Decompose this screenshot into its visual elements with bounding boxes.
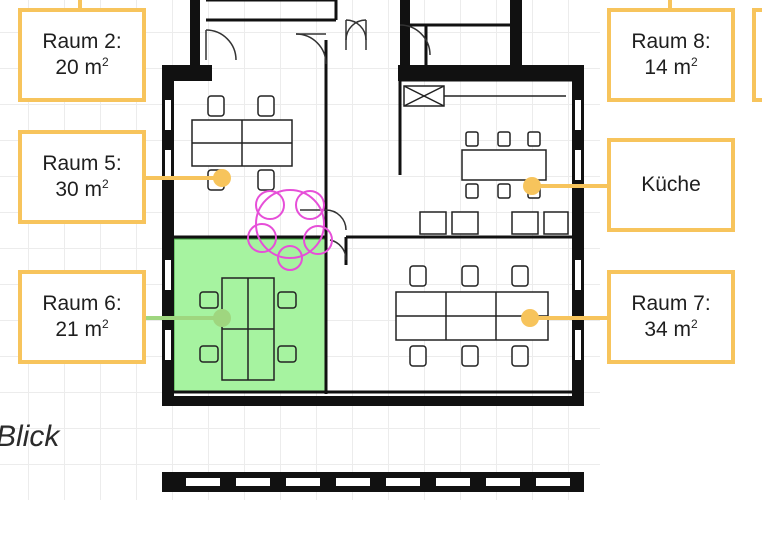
label-connectors [145, 176, 608, 320]
view-caption: Blick [0, 420, 60, 453]
room-7-furniture [395, 265, 549, 367]
label-raum-6[interactable]: Raum 6: 21 m2 [18, 270, 146, 364]
room-5-furniture [191, 95, 293, 191]
room-6-marker [213, 309, 231, 327]
room-7-marker [521, 309, 539, 327]
label-raum-6-name: Raum 6: [42, 291, 122, 315]
label-raum-8-name: Raum 8: [631, 29, 711, 53]
label-kueche-name: Küche [641, 172, 701, 196]
label-raum-7-name: Raum 7: [631, 291, 711, 315]
label-cut-right [752, 8, 762, 102]
kitchen-marker [523, 177, 541, 195]
label-raum-6-size: 21 m2 [55, 316, 109, 341]
label-raum-7-size: 34 m2 [644, 316, 698, 341]
label-raum-8[interactable]: Raum 8: 14 m2 [607, 8, 735, 102]
inner-walls [174, 0, 572, 394]
room-5-marker [213, 169, 231, 187]
label-raum-5[interactable]: Raum 5: 30 m2 [18, 130, 146, 224]
label-kueche[interactable]: Küche [607, 138, 735, 232]
label-raum-5-size: 30 m2 [55, 176, 109, 201]
label-raum-7[interactable]: Raum 7: 34 m2 [607, 270, 735, 364]
label-raum-2-name: Raum 2: [42, 29, 122, 53]
label-raum-8-size: 14 m2 [644, 54, 698, 79]
room-6-highlight [173, 238, 327, 392]
label-raum-2-size: 20 m2 [55, 54, 109, 79]
side-windows [165, 100, 581, 360]
label-raum-2[interactable]: Raum 2: 20 m2 [18, 8, 146, 102]
label-raum-5-name: Raum 5: [42, 151, 122, 175]
plant-icon [247, 189, 333, 271]
bottom-windows [186, 478, 570, 486]
kitchen-furniture [403, 85, 569, 235]
doors [205, 19, 431, 261]
room-6-furniture [199, 277, 297, 381]
